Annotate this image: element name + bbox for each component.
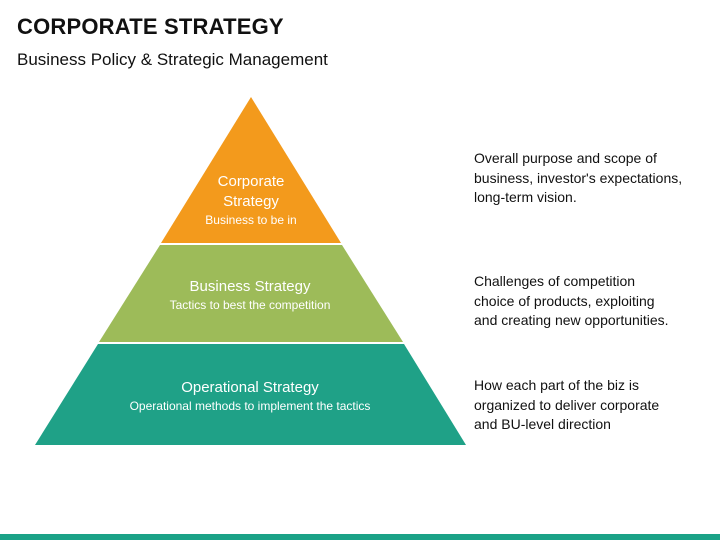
tier-operational-subtitle: Operational methods to implement the tac…	[129, 399, 371, 413]
page-subtitle: Business Policy & Strategic Management	[17, 50, 328, 69]
tier-corporate-description: Overall purpose and scope of business, i…	[474, 150, 683, 205]
bottom-accent-bar	[0, 534, 720, 540]
pyramid-tier-corporate	[161, 97, 341, 243]
tier-corporate-label: Corporate Strategy Business to be in	[171, 172, 331, 228]
tier-corporate-name-line1: Corporate	[217, 173, 285, 190]
tier-business-description: Challenges of competition choice of prod…	[474, 273, 669, 328]
tier-operational-label: Operational Strategy Operational methods…	[90, 378, 410, 414]
tier-corporate-subtitle: Business to be in	[205, 213, 297, 227]
pyramid-tier-business	[99, 245, 403, 342]
tier-business-name: Business Strategy	[189, 278, 311, 295]
tier-business-subtitle: Tactics to best the competition	[169, 298, 331, 312]
tier-operational-name: Operational Strategy	[181, 379, 319, 396]
tier-corporate-name-line2: Strategy	[223, 193, 279, 210]
tier-operational-description: How each part of the biz is organized to…	[474, 377, 660, 432]
pyramid-tier-operational	[35, 344, 466, 445]
tier-business-label: Business Strategy Tactics to best the co…	[130, 277, 370, 313]
page-title: CORPORATE STRATEGY	[17, 14, 284, 39]
